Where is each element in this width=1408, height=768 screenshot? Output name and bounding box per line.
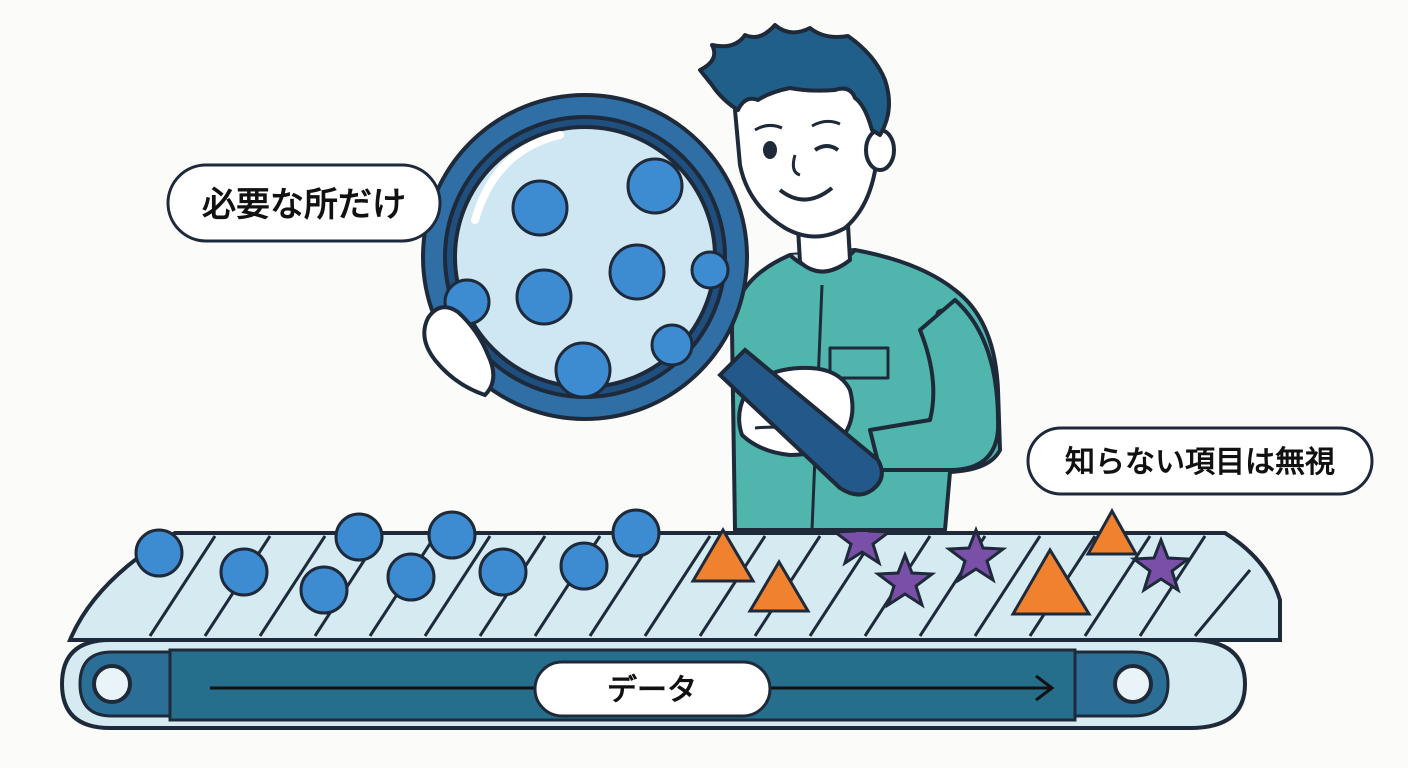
blue-dot bbox=[611, 508, 661, 558]
blue-dot bbox=[299, 565, 349, 615]
pocket bbox=[828, 346, 890, 380]
magnified-dot bbox=[690, 250, 730, 290]
ignore-unknown-label: 知らない項目は無視 bbox=[1065, 445, 1335, 480]
right-roller bbox=[1113, 664, 1153, 704]
right-arm bbox=[868, 298, 1001, 472]
purple-star bbox=[1129, 535, 1193, 594]
magnified-dot bbox=[608, 243, 666, 301]
blue-dot bbox=[219, 547, 269, 597]
purple-star bbox=[944, 525, 1008, 584]
blue-dot bbox=[334, 512, 384, 562]
left-roller bbox=[92, 664, 132, 704]
left-eyebrow bbox=[754, 123, 783, 132]
belt-stripes bbox=[148, 535, 1252, 637]
smile bbox=[778, 186, 834, 202]
magnified-dot bbox=[650, 323, 694, 367]
blue-dot bbox=[386, 552, 436, 602]
orange-triangle bbox=[1085, 507, 1139, 556]
needed-only-label: 必要な所だけ bbox=[202, 185, 406, 225]
magnified-dot bbox=[554, 341, 612, 399]
purple-star bbox=[873, 550, 937, 609]
orange-triangle bbox=[1010, 547, 1092, 616]
callout-needed-only: 必要な所だけ bbox=[166, 163, 442, 243]
hair bbox=[698, 23, 891, 137]
blue-dot bbox=[559, 541, 609, 591]
nose bbox=[791, 154, 801, 177]
orange-triangle bbox=[690, 527, 756, 583]
magnified-dot bbox=[515, 268, 573, 326]
magnifying-glass-icon bbox=[421, 93, 884, 497]
data-label: データ bbox=[607, 673, 697, 708]
belt-items bbox=[134, 507, 1193, 616]
left-eye bbox=[763, 141, 777, 159]
lens-glare bbox=[471, 131, 564, 224]
callout-ignore-unknown: 知らない項目は無視 bbox=[1026, 426, 1374, 496]
supporting-hand bbox=[422, 305, 496, 398]
blue-dot bbox=[427, 510, 477, 560]
magnified-dot bbox=[511, 179, 569, 237]
magnifier-handle bbox=[717, 347, 884, 497]
right-eye-wink bbox=[813, 144, 840, 152]
blue-dot bbox=[478, 547, 528, 597]
magnified-dots bbox=[443, 157, 730, 399]
magnified-dot bbox=[626, 157, 684, 215]
orange-triangle bbox=[747, 559, 811, 613]
right-eyebrow bbox=[811, 119, 841, 128]
blue-dot bbox=[134, 528, 184, 578]
data-label-pill: データ bbox=[533, 660, 772, 718]
